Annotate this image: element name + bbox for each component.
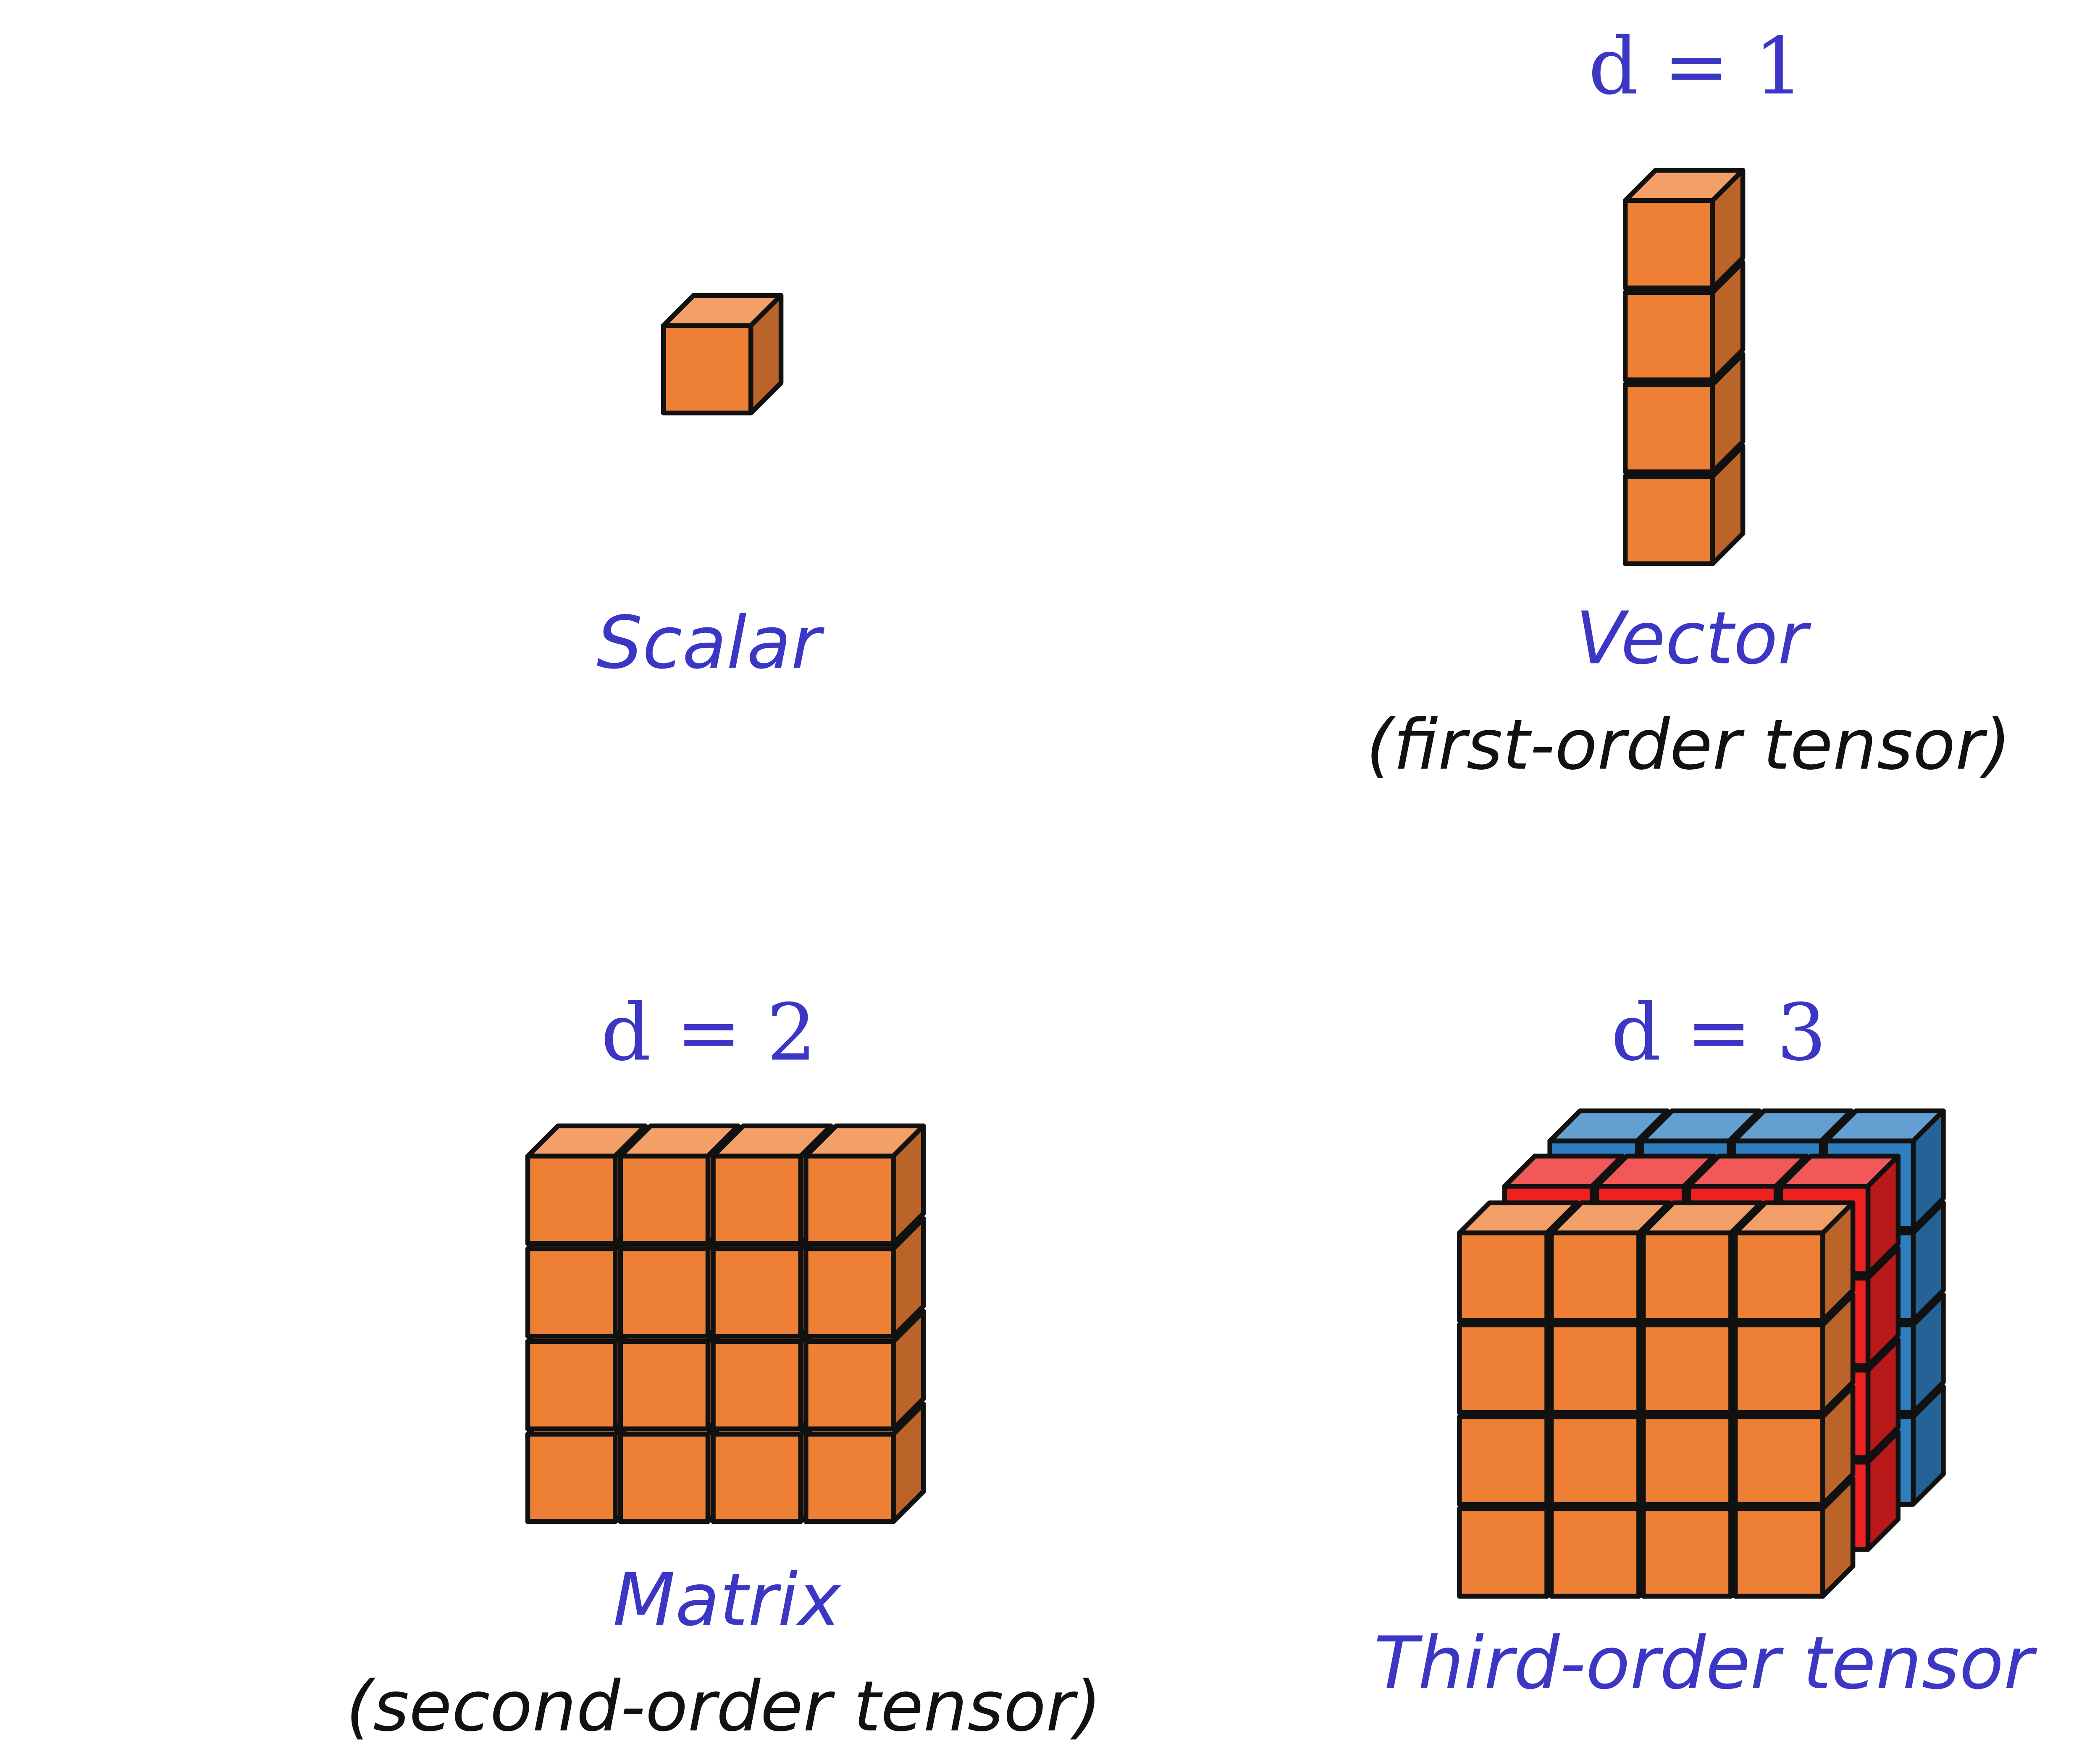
cube-front-face <box>1549 1506 1641 1599</box>
cube-illustrations <box>525 168 1946 1599</box>
cube-front-face <box>803 1339 896 1432</box>
tensor3-dimension: d = 3 <box>1611 987 1827 1078</box>
cube-front-face <box>1622 474 1715 566</box>
cube-front-face <box>803 1154 896 1246</box>
cube-front-face <box>525 1432 618 1524</box>
tensor3-cubes <box>1457 1108 1946 1599</box>
cube <box>803 1123 926 1246</box>
cube-front-face <box>1457 1414 1549 1507</box>
cube <box>1622 168 1746 291</box>
cube-front-face <box>618 1154 711 1246</box>
cube <box>1732 1200 1856 1323</box>
tensor3-label: Third-order tensor <box>1374 1621 2037 1705</box>
cube-front-face <box>1549 1230 1641 1323</box>
cube-front-face <box>711 1154 803 1246</box>
cube-front-face <box>661 323 753 416</box>
cube-front-face <box>803 1432 896 1524</box>
cube-front-face <box>1457 1230 1549 1323</box>
cube-front-face <box>1549 1322 1641 1415</box>
matrix-sublabel: (second-order tensor) <box>346 1666 1102 1747</box>
cube-front-face <box>1457 1322 1549 1415</box>
cube-front-face <box>711 1246 803 1339</box>
cube-front-face <box>1732 1230 1825 1323</box>
cube-front-face <box>525 1339 618 1432</box>
vector-cubes <box>1622 168 1746 566</box>
cube-front-face <box>1622 382 1715 475</box>
cube-front-face <box>618 1246 711 1339</box>
cube-front-face <box>1641 1230 1733 1323</box>
vector-dimension: d = 1 <box>1588 21 1804 113</box>
matrix-dimension: d = 2 <box>601 987 816 1078</box>
cube-front-face <box>525 1246 618 1339</box>
cube-front-face <box>618 1339 711 1432</box>
scalar-label: Scalar <box>596 600 824 685</box>
cube-front-face <box>1732 1322 1825 1415</box>
cube-front-face <box>711 1339 803 1432</box>
cube-front-face <box>803 1246 896 1339</box>
cube-front-face <box>1641 1414 1733 1507</box>
cube-front-face <box>1732 1414 1825 1507</box>
cube-front-face <box>525 1154 618 1246</box>
matrix-label: Matrix <box>613 1557 841 1642</box>
cube-front-face <box>711 1432 803 1524</box>
cube-front-face <box>1641 1506 1733 1599</box>
cube-front-face <box>1732 1506 1825 1599</box>
vector-label: Vector <box>1575 596 1811 680</box>
cube-front-face <box>1549 1414 1641 1507</box>
cube-front-face <box>1641 1322 1733 1415</box>
vector-sublabel: (first-order tensor) <box>1366 705 2011 785</box>
cube <box>661 293 784 416</box>
matrix-cubes <box>525 1123 926 1524</box>
scalar-cube <box>661 293 784 416</box>
cube-front-face <box>618 1432 711 1524</box>
cube-front-face <box>1622 290 1715 383</box>
cube-front-face <box>1622 198 1715 291</box>
cube-front-face <box>1457 1506 1549 1599</box>
